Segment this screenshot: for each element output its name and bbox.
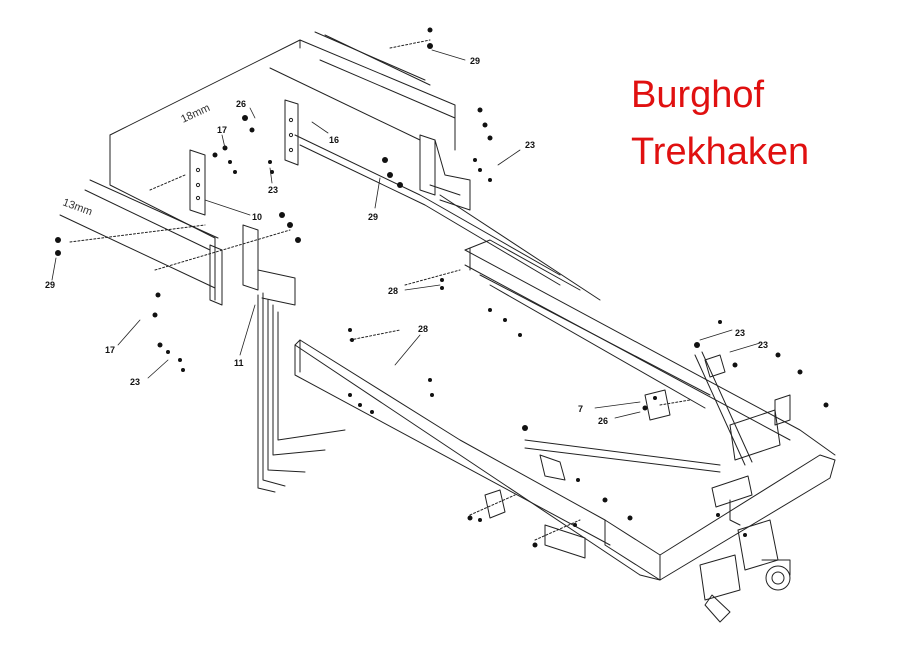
spacer-plates (484, 489, 586, 559)
part-label-26: 26 (598, 416, 608, 426)
right-side-rail (464, 239, 836, 456)
part-label-29: 29 (470, 56, 480, 66)
upper-chassis-beam (109, 31, 456, 239)
lower-chassis-beam (59, 179, 219, 301)
part-label-23: 23 (268, 185, 278, 195)
part-labels: 29 26 17 16 23 29 23 10 29 28 17 11 23 2… (45, 56, 768, 426)
main-crossbar (294, 339, 836, 581)
bracket-right-mid (644, 354, 791, 461)
title-line-trekhaken: Trekhaken (631, 131, 810, 173)
bracket-left-lower (209, 224, 346, 493)
part-label-16: 16 (329, 135, 339, 145)
bracket-right-upper (419, 134, 471, 211)
upper-long-rail (294, 134, 601, 301)
part-label-28: 28 (418, 324, 428, 334)
part-label-29: 29 (368, 212, 378, 222)
part-label-23: 23 (130, 377, 140, 387)
dimension-18mm: 18mm (179, 102, 212, 126)
dimension-13mm: 13mm (61, 197, 94, 219)
part-label-29: 29 (45, 280, 55, 290)
diagonal-stay (524, 351, 753, 481)
part-label-11: 11 (234, 358, 244, 368)
part-label-17: 17 (217, 125, 227, 135)
part-label-23: 23 (525, 140, 535, 150)
part-label-23: 23 (758, 340, 768, 350)
fastener-dots (55, 27, 829, 548)
part-label-23: 23 (735, 328, 745, 338)
towball-assembly (699, 475, 791, 623)
title-line-burghof: Burghof (631, 74, 765, 116)
leader-lines (51, 49, 761, 419)
bracket-plate-16 (284, 99, 299, 166)
part-label-28: 28 (388, 286, 398, 296)
part-label-10: 10 (252, 212, 262, 222)
part-label-7: 7 (578, 404, 583, 414)
part-label-26: 26 (236, 99, 246, 109)
bracket-plate-10 (189, 149, 206, 216)
fastener-lines (69, 39, 691, 541)
part-label-17: 17 (105, 345, 115, 355)
